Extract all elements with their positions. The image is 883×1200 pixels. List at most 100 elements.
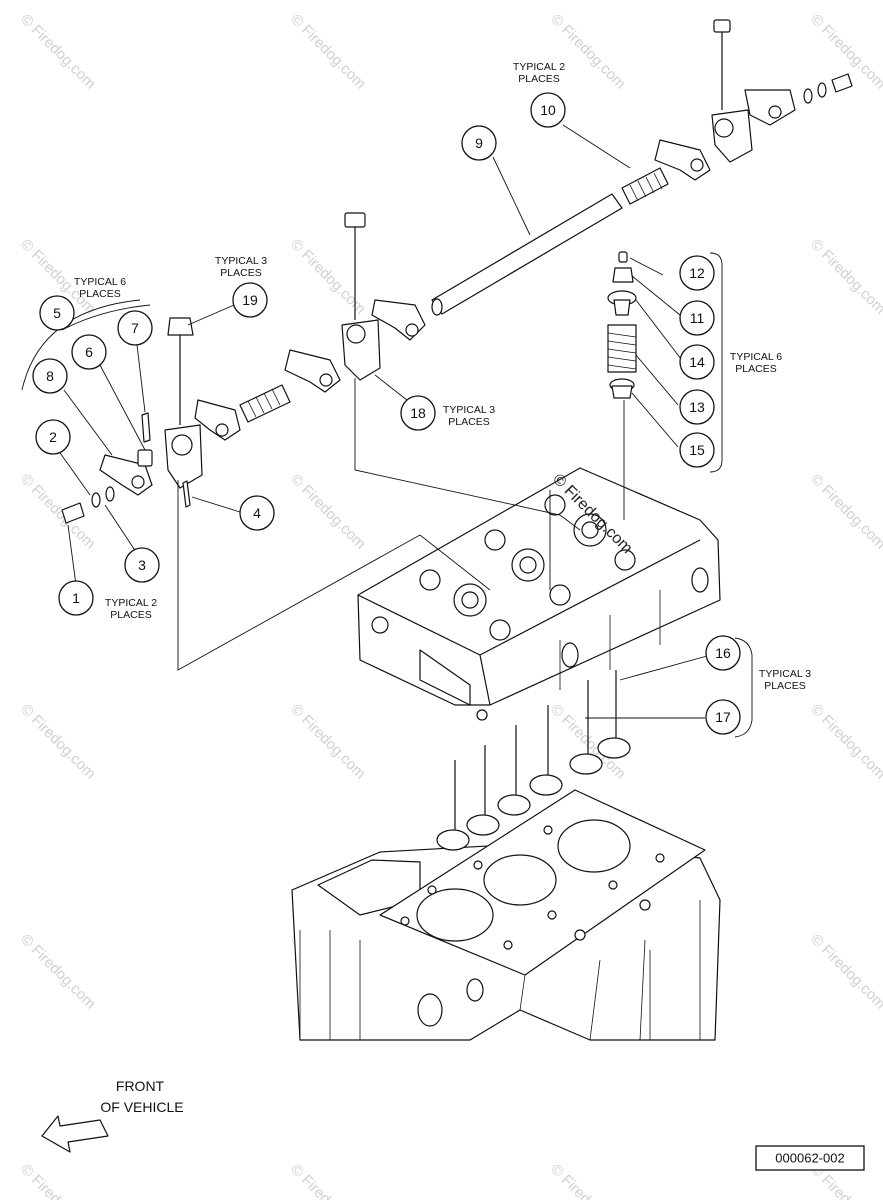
note-typical-2-bottom-line2: PLACES [110,609,151,621]
reference-code-box: 000062-002 [755,1145,865,1171]
callout-11: 11 [679,300,715,336]
callout-number: 2 [49,429,57,445]
watermark-text: © Firedog.com [17,931,99,1013]
callout-number: 18 [410,405,426,421]
callout-number: 11 [690,310,705,326]
note-typical-3-19-line1: TYPICAL 3 [215,255,267,267]
callout-circle [705,635,741,671]
callout-leaders [57,124,708,719]
shaft-spring-left [239,384,291,423]
callout-17: 17 [705,699,741,735]
watermark-text: © Firedog.com [287,11,369,93]
callout-circle [58,580,94,616]
leader-lines [177,378,625,671]
callout-12: 12 [679,255,715,291]
note-typical-2-top-line2: PLACES [518,73,559,85]
callout-number: 8 [46,368,54,384]
note-typical-2-bottom-line1: TYPICAL 2 [105,597,157,609]
valve-3 [497,725,531,816]
callout-number: 15 [689,442,705,458]
reference-code: 000062-002 [775,1151,844,1166]
callout-9: 9 [461,125,497,161]
callout-circle [400,395,436,431]
callout-number: 10 [540,102,556,118]
callout-number: 17 [715,709,731,725]
callout-5: 5 [39,295,75,331]
callout-number: 14 [689,354,705,370]
valve-6 [597,670,631,759]
callout-number: 16 [715,645,731,661]
callout-number: 1 [72,590,80,606]
watermark-text: © Firedog.com [807,236,883,318]
valve-spring-assembly [607,251,637,399]
callout-circle [679,300,715,336]
callout-14: 14 [679,344,715,380]
watermark-text: © Firedog.com [287,1161,369,1200]
callout-4: 4 [239,495,275,531]
front-label-line1: FRONT [116,1078,165,1094]
callout-1: 1 [58,580,94,616]
callout-circle [679,389,715,425]
callout-number: 12 [689,265,705,281]
callout-6: 6 [71,334,107,370]
callout-number: 5 [53,305,61,321]
note-typical-3-19-line2: PLACES [220,267,261,279]
front-label-line2: OF VEHICLE [100,1099,183,1115]
rocker-assembly-right [654,19,853,181]
note-typical-3-16-line2: PLACES [764,680,805,692]
callout-circle [32,358,68,394]
rocker-assembly-left [61,317,241,524]
note-typical-3-18-line1: TYPICAL 3 [443,404,495,416]
callout-number: 19 [242,292,258,308]
watermark-text: © Firedog.com [807,701,883,783]
callout-number: 3 [138,557,146,573]
callout-circle [239,495,275,531]
callout-10: 10 [530,92,566,128]
note-typical-6-line1: TYPICAL 6 [74,276,126,288]
note-typical-6-valve-line2: PLACES [735,363,776,375]
callout-18: 18 [400,395,436,431]
callout-number: 13 [689,399,705,415]
callout-2: 2 [35,419,71,455]
callout-circle [679,344,715,380]
cylinder-head [357,467,721,721]
valve-2 [466,745,500,836]
note-typical-2-top-line1: TYPICAL 2 [513,61,565,73]
callout-8: 8 [32,358,68,394]
note-typical-3-18-line2: PLACES [448,416,489,428]
callout-circle [39,295,75,331]
front-arrow: FRONT OF VEHICLE [41,1078,184,1153]
watermark-text: © Firedog.com [287,236,369,318]
callout-circle [530,92,566,128]
callout-16: 16 [705,635,741,671]
rocker-shaft [431,193,623,316]
watermark-text: © Firedog.com [17,11,99,93]
callout-15: 15 [679,432,715,468]
note-typical-3-16-line1: TYPICAL 3 [759,668,811,680]
watermark-text: © Firedog.com [17,1161,99,1200]
watermark-text: © Firedog.com [547,1161,629,1200]
watermark-text: © Firedog.com [807,471,883,553]
watermark-text: © Firedog.com [287,471,369,553]
callout-7: 7 [117,310,153,346]
engine-block [291,789,721,1041]
callout-3: 3 [124,547,160,583]
valve-set [436,670,631,851]
callout-circle [461,125,497,161]
callout-number: 4 [253,505,261,521]
watermark-text: © Firedog.com [807,931,883,1013]
callout-13: 13 [679,389,715,425]
callout-19: 19 [232,282,268,318]
rocker-assembly-middle [284,212,426,393]
watermark-text: © Firedog.com [17,701,99,783]
callout-number: 6 [85,344,93,360]
callout-circle [117,310,153,346]
watermark-text: © Firedog.com [17,471,99,553]
callout-circle [232,282,268,318]
valve-5 [569,680,603,775]
callout-circle [679,432,715,468]
valve-4 [529,705,563,796]
